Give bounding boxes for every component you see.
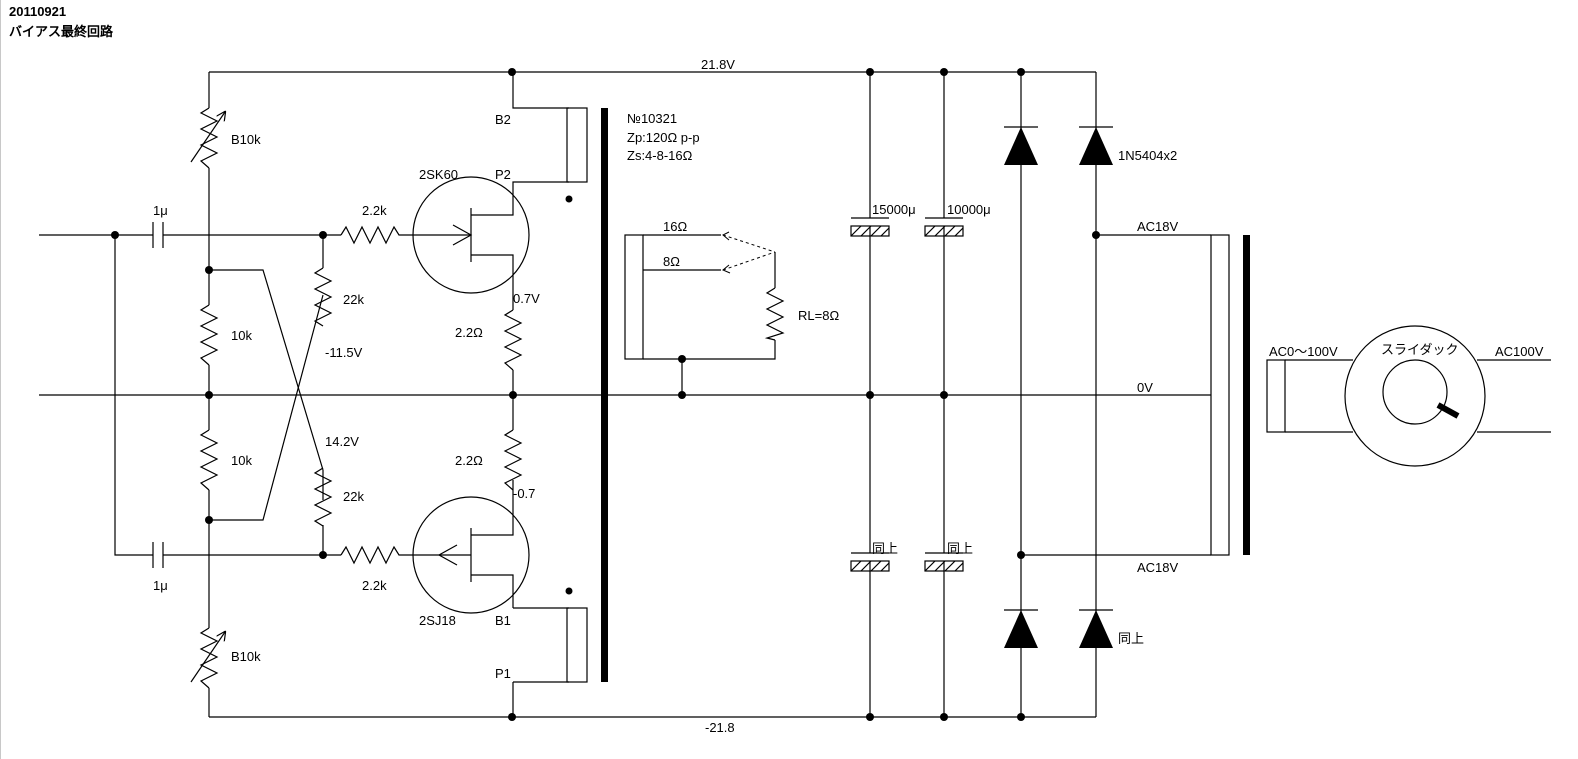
label-cap-bottom: 1μ — [153, 578, 168, 593]
label-rs-top: 2.2Ω — [455, 325, 483, 340]
resistor-22k-top — [313, 267, 333, 327]
label-c1: 15000μ — [872, 202, 916, 217]
label-r10k-top: 10k — [231, 328, 252, 343]
label-r22k-bottom: 22k — [343, 489, 364, 504]
fet-bottom — [412, 480, 530, 614]
source-resistor-bottom — [503, 429, 523, 491]
label-cap-top: 1μ — [153, 203, 168, 218]
variable-resistor-top — [190, 107, 225, 169]
resistor-10k-bottom — [199, 429, 219, 491]
junction-dots — [111, 68, 1100, 721]
label-rgate-bottom: 2.2k — [362, 578, 387, 593]
output-transformer — [565, 107, 608, 683]
label-vneg07: -0.7 — [513, 486, 535, 501]
rectifier-diodes — [1004, 72, 1113, 717]
label-vr-bottom: B10k — [231, 649, 261, 664]
label-ac-bottom: AC18V — [1137, 560, 1179, 575]
label-vr-top: B10k — [231, 132, 261, 147]
input-capacitor-bottom — [152, 542, 164, 568]
label-fet-top: 2SK60 — [419, 167, 458, 182]
label-rgate-top: 2.2k — [362, 203, 387, 218]
transformer-secondary — [624, 231, 776, 395]
resistor-10k-top — [199, 304, 219, 366]
label-ac-top: AC18V — [1137, 219, 1179, 234]
slidac — [1266, 325, 1551, 467]
label-r22k-top: 22k — [343, 292, 364, 307]
label-v07: 0.7V — [513, 291, 540, 306]
load-resistor — [764, 287, 785, 341]
resistor-22k-bottom — [313, 467, 333, 527]
power-transformer — [1021, 234, 1250, 556]
input-capacitor-top — [152, 222, 164, 248]
label-rs-bottom: 2.2Ω — [455, 453, 483, 468]
label-v142: 14.2V — [325, 434, 359, 449]
label-ac-out: AC100V — [1495, 344, 1544, 359]
source-resistor-top — [503, 309, 523, 371]
label-diode: 1N5404x2 — [1118, 148, 1177, 163]
filter-capacitors — [850, 72, 964, 717]
label-xfmr-zs: Zs:4-8-16Ω — [627, 148, 693, 163]
label-b2: B2 — [495, 112, 511, 127]
label-ac-in: AC0〜100V — [1269, 344, 1338, 359]
label-p1: P1 — [495, 666, 511, 681]
label-c4: 同上 — [947, 541, 973, 556]
label-rl: RL=8Ω — [798, 308, 839, 323]
resistor-gate-top — [340, 225, 471, 245]
label-r10k-bottom: 10k — [231, 453, 252, 468]
fet-top — [412, 176, 530, 310]
cross-wiring — [209, 269, 324, 521]
resistor-gate-bottom — [340, 545, 471, 565]
label-c3: 同上 — [872, 541, 898, 556]
label-b1: B1 — [495, 613, 511, 628]
label-fet-bottom: 2SJ18 — [419, 613, 456, 628]
label-xfmr-no: №10321 — [627, 111, 677, 126]
date-label: 20110921 — [9, 4, 67, 19]
label-vplus: 21.8V — [701, 57, 735, 72]
output-stage-wiring — [512, 72, 569, 717]
label-diode-bottom: 同上 — [1118, 631, 1144, 646]
page-title: バイアス最終回路 — [9, 24, 114, 39]
label-tap8: 8Ω — [663, 254, 680, 269]
label-xfmr-zp: Zp:120Ω p-p — [627, 130, 700, 145]
label-slidac: スライダック — [1381, 342, 1458, 357]
label-c2: 10000μ — [947, 202, 991, 217]
label-tap16: 16Ω — [663, 219, 687, 234]
input-wiring — [39, 234, 341, 556]
label-vneg115: -11.5V — [325, 345, 363, 360]
label-zero: 0V — [1137, 380, 1153, 395]
variable-resistor-bottom — [190, 627, 225, 689]
label-vminus: -21.8 — [705, 720, 735, 735]
label-p2: P2 — [495, 167, 511, 182]
